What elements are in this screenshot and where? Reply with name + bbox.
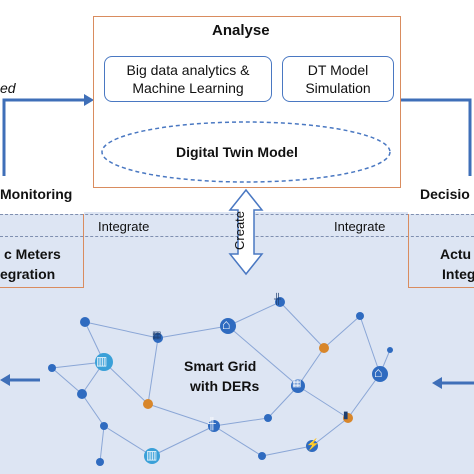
layer-divider-top bbox=[0, 214, 474, 215]
decision-header-bg bbox=[408, 176, 474, 214]
factory-icon: ▥ bbox=[96, 354, 108, 368]
smart-grid-line2: with DERs bbox=[190, 378, 260, 394]
dt-model-simulation-box: DT Model Simulation bbox=[282, 56, 394, 102]
solar-panel-icon: ▦ bbox=[292, 378, 302, 389]
monitoring-line2: egration bbox=[0, 266, 56, 282]
analyse-box bbox=[93, 16, 401, 188]
battery-icon: ▮ bbox=[343, 410, 349, 421]
digital-twin-model-label: Digital Twin Model bbox=[176, 144, 298, 160]
ev-charger-icon: ⚡ bbox=[306, 439, 320, 451]
decision-line1: Actu bbox=[440, 246, 472, 262]
integrate-right-label: Integrate bbox=[334, 219, 386, 234]
transmission-tower-icon: ╫ bbox=[208, 418, 216, 430]
monitoring-header-bg bbox=[0, 176, 84, 214]
layer-divider-bottom bbox=[0, 236, 474, 237]
dt-sim-line1: DT Model bbox=[307, 62, 369, 78]
house-icon: ⌂ bbox=[374, 364, 383, 380]
big-data-analytics-box: Big data analytics & Machine Learning bbox=[104, 56, 272, 102]
smart-grid-line1: Smart Grid bbox=[184, 358, 257, 374]
big-data-line2: Machine Learning bbox=[132, 80, 244, 96]
decision-title: Decisio bbox=[420, 186, 470, 202]
dt-sim-line2: Simulation bbox=[305, 80, 371, 96]
substation-icon: ▥ bbox=[146, 448, 158, 462]
decision-line2: Integ bbox=[442, 266, 474, 282]
integrate-left-label: Integrate bbox=[98, 219, 150, 234]
monitoring-line1: c Meters bbox=[4, 246, 61, 262]
left-flow-label: ed bbox=[0, 80, 16, 96]
big-data-line1: Big data analytics & bbox=[126, 62, 250, 78]
solar-panel-icon: ▦ bbox=[152, 330, 162, 341]
monitoring-title: Monitoring bbox=[0, 186, 73, 202]
house-icon: ⌂ bbox=[222, 316, 231, 332]
transmission-tower-icon: ╫ bbox=[274, 294, 282, 305]
analyse-title: Analyse bbox=[212, 22, 270, 39]
